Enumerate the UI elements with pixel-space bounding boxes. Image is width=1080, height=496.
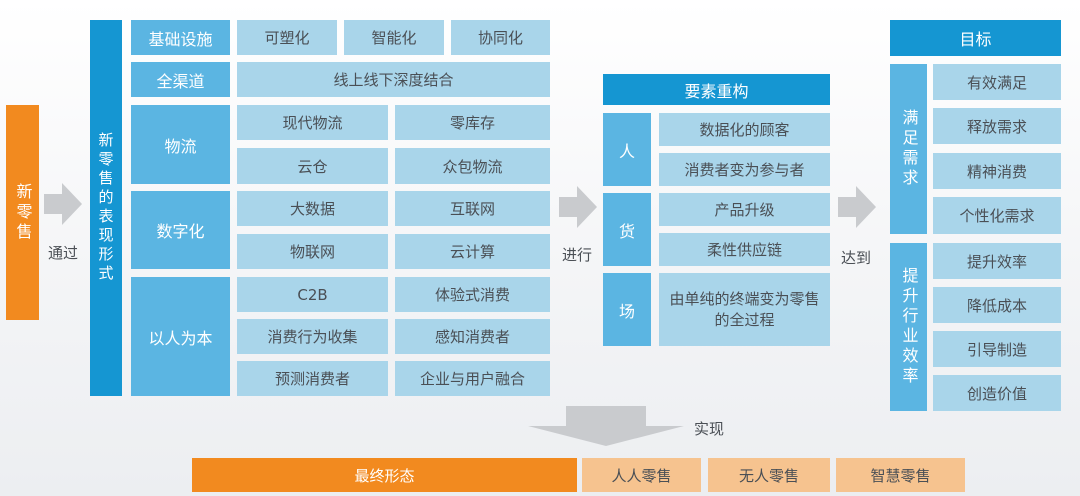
forms-item: 现代物流 bbox=[237, 105, 388, 140]
forms-item: 零库存 bbox=[395, 105, 550, 140]
forms-item: 互联网 bbox=[395, 191, 550, 226]
arrow-down-icon bbox=[528, 406, 684, 446]
forms-item: C2B bbox=[237, 277, 388, 312]
forms-item: 物联网 bbox=[237, 234, 388, 269]
forms-item: 消费行为收集 bbox=[237, 319, 388, 354]
realize-label: 实现 bbox=[694, 420, 725, 438]
goals-item: 引导制造 bbox=[933, 331, 1061, 367]
forms-item: 体验式消费 bbox=[395, 277, 550, 312]
forms-row-label-people-oriented: 以人为本 bbox=[131, 277, 230, 396]
forms-item: 大数据 bbox=[237, 191, 388, 226]
goals-item: 精神消费 bbox=[933, 153, 1061, 189]
final-item: 无人零售 bbox=[708, 458, 830, 492]
goals-title: 目标 bbox=[890, 20, 1061, 56]
goals-label-efficiency: 提升行业效率 bbox=[890, 243, 927, 411]
new-retail-box: 新零售 bbox=[6, 105, 39, 320]
goals-item: 提升效率 bbox=[933, 243, 1061, 279]
goals-item: 降低成本 bbox=[933, 287, 1061, 323]
forms-item: 众包物流 bbox=[395, 148, 550, 184]
forms-item: 云仓 bbox=[237, 148, 388, 184]
forms-item: 智能化 bbox=[344, 20, 444, 55]
arrow-right-icon bbox=[44, 183, 82, 225]
via-label: 通过 bbox=[48, 244, 79, 262]
reach-label: 达到 bbox=[841, 249, 872, 267]
restructure-label-people: 人 bbox=[603, 113, 651, 186]
arrow-right-icon bbox=[559, 186, 597, 228]
forms-item: 可塑化 bbox=[237, 20, 337, 55]
arrow-right-icon bbox=[838, 186, 876, 228]
restructure-title: 要素重构 bbox=[603, 74, 830, 105]
forms-item: 线上线下深度结合 bbox=[237, 62, 550, 97]
goals-item: 释放需求 bbox=[933, 108, 1061, 144]
forms-row-label-omnichannel: 全渠道 bbox=[131, 62, 230, 97]
proceed-label: 进行 bbox=[562, 246, 593, 264]
restructure-item: 消费者变为参与者 bbox=[659, 153, 830, 186]
final-form-label: 最终形态 bbox=[192, 458, 577, 492]
goals-item: 有效满足 bbox=[933, 64, 1061, 100]
forms-title-bar: 新零售的表现形式 bbox=[90, 20, 122, 396]
forms-row-label-infrastructure: 基础设施 bbox=[131, 20, 230, 55]
forms-row-label-digitization: 数字化 bbox=[131, 191, 230, 269]
restructure-label-place: 场 bbox=[603, 273, 651, 346]
goals-item: 创造价值 bbox=[933, 375, 1061, 411]
restructure-item: 数据化的顾客 bbox=[659, 113, 830, 146]
restructure-label-goods: 货 bbox=[603, 193, 651, 266]
forms-item: 企业与用户融合 bbox=[395, 361, 550, 396]
goals-item: 个性化需求 bbox=[933, 197, 1061, 234]
final-item: 人人零售 bbox=[582, 458, 701, 492]
restructure-item: 由单纯的终端变为零售的全过程 bbox=[659, 273, 830, 346]
forms-item: 协同化 bbox=[451, 20, 550, 55]
forms-item: 感知消费者 bbox=[395, 319, 550, 354]
restructure-item: 柔性供应链 bbox=[659, 233, 830, 266]
forms-item: 云计算 bbox=[395, 234, 550, 269]
restructure-item: 产品升级 bbox=[659, 193, 830, 226]
forms-row-label-logistics: 物流 bbox=[131, 105, 230, 184]
final-item: 智慧零售 bbox=[836, 458, 965, 492]
forms-item: 预测消费者 bbox=[237, 361, 388, 396]
goals-label-meet-demand: 满足需求 bbox=[890, 64, 927, 234]
